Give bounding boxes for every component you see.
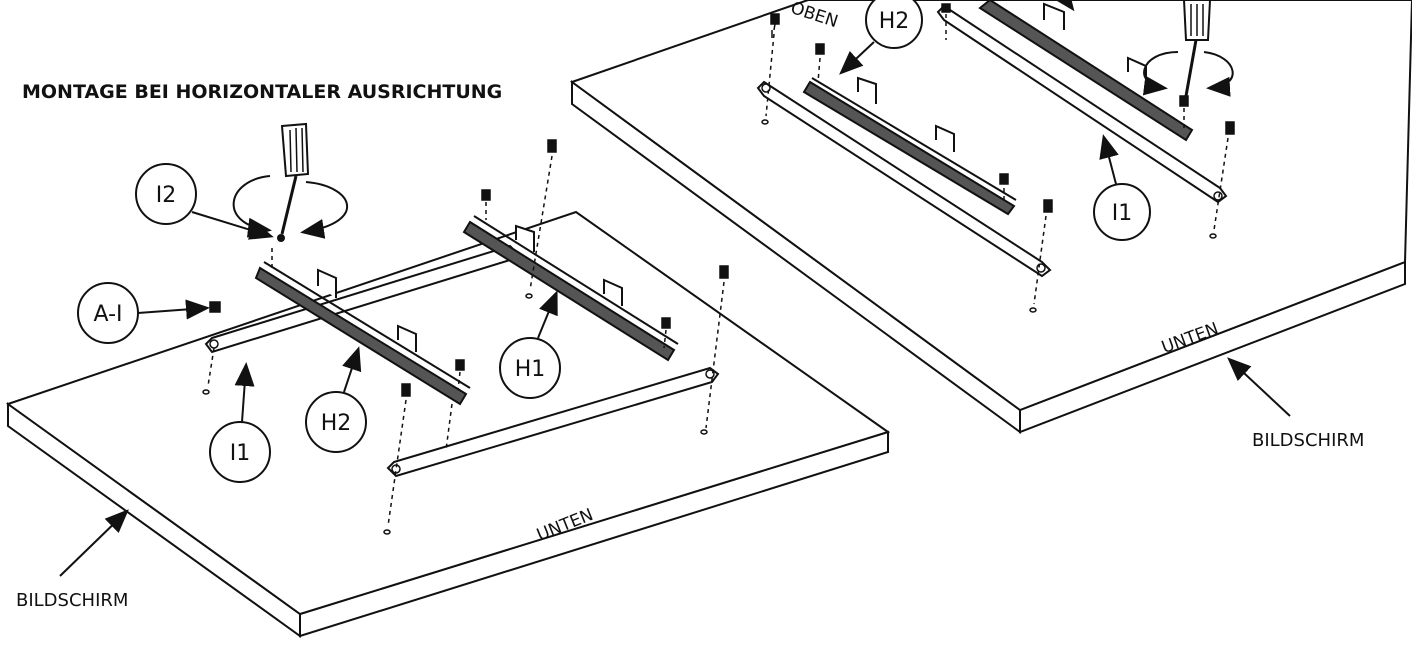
left-screws (202, 139, 729, 535)
left-callout-i1-label: I1 (230, 441, 251, 466)
left-callout-i2: I2 (135, 163, 274, 240)
left-screen-label: BILDSCHIRM (16, 590, 128, 611)
left-bracket-h2 (254, 261, 471, 406)
left-callout-i2-label: I2 (156, 183, 177, 208)
left-callout-h2: H2 (305, 346, 367, 453)
left-callout-ai-label: A-I (94, 302, 123, 327)
right-screws (761, 3, 1235, 313)
left-callout-h1: H1 (499, 290, 561, 399)
right-rotation-arrow-icon (1142, 51, 1234, 97)
left-bracket-h1 (462, 215, 679, 362)
right-top-arrows (1052, 0, 1075, 12)
right-callout-i1: I1 (1093, 134, 1151, 241)
right-screen-label: BILDSCHIRM (1252, 430, 1364, 451)
left-callout-h1-label: H1 (515, 357, 546, 382)
left-screwdriver-icon (277, 122, 310, 242)
right-screwdriver-icon (1182, 0, 1212, 97)
left-callout-ai: A-I (77, 282, 210, 344)
page-title: MONTAGE BEI HORIZONTALER AUSRICHTUNG (22, 81, 502, 103)
right-callout-i1-label: I1 (1112, 201, 1133, 226)
right-callout-h2: H2 (839, 0, 923, 75)
left-callout-h2-label: H2 (321, 411, 352, 436)
right-callout-h2-label: H2 (879, 9, 910, 34)
right-bracket-h2-front (802, 76, 1017, 216)
left-screen-pointer (59, 509, 129, 577)
right-rail-i1-front (756, 80, 1052, 278)
right-screen-pointer (1227, 357, 1291, 417)
left-callout-i1: I1 (209, 362, 271, 483)
left-screen-panel (5, 210, 891, 638)
